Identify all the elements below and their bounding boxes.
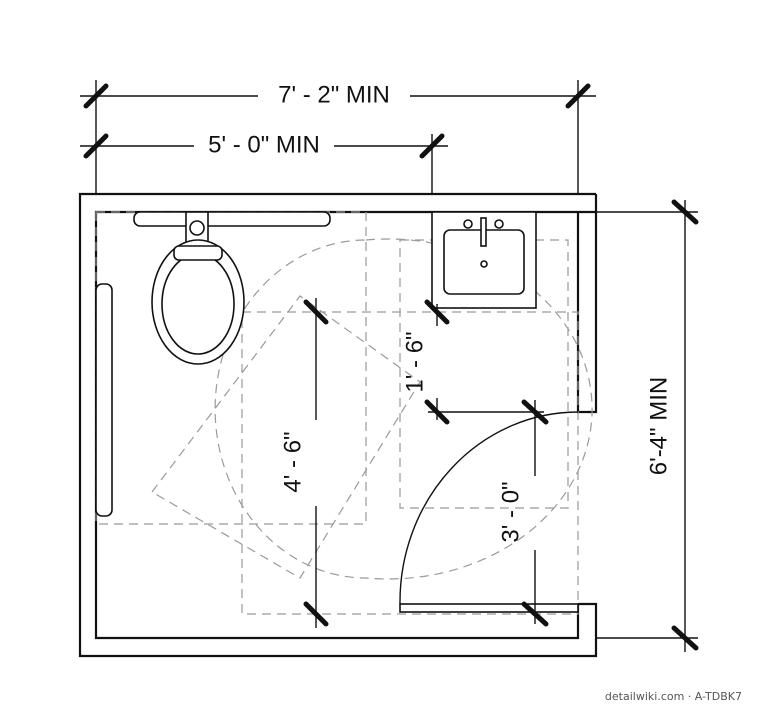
sink-drain: [480, 260, 488, 268]
tick-mark: [303, 299, 329, 325]
grab-bar-icon: [95, 283, 113, 517]
dimension-lines: [80, 80, 699, 652]
tick-mark: [303, 601, 329, 627]
faucet-handle-right: [494, 219, 504, 229]
toilet-bowl-inner: [161, 253, 235, 355]
clear-width-label: 5' - 0" MIN: [208, 131, 320, 158]
door-jamb-top: [576, 194, 598, 414]
side-grab-bar: [95, 283, 113, 517]
tick-mark: [83, 133, 109, 159]
clear-depth-label: 4' - 6": [279, 431, 306, 492]
sink-icon: [431, 211, 537, 309]
tick-mark: [671, 199, 699, 225]
tick-mark: [521, 601, 549, 627]
door-leaf: [399, 603, 579, 613]
faucet-handle-left: [463, 219, 473, 229]
wheelchair-clear-floor-space: [241, 311, 579, 615]
door-jamb-bottom: [578, 602, 598, 612]
overall-width-label: 7' - 2" MIN: [278, 81, 390, 108]
outer-wall: [78, 192, 598, 658]
tick-mark: [424, 299, 450, 325]
sink-faucet: [480, 217, 487, 247]
credit-label: detailwiki.com · A-TDBK7: [605, 690, 742, 703]
tick-mark: [83, 83, 109, 109]
toilet-icon: [133, 211, 331, 365]
door-width-label: 3' - 0": [497, 481, 524, 542]
tick-mark: [521, 399, 549, 425]
tick-mark: [671, 625, 699, 651]
wheelchair-transfer-path: [151, 295, 421, 579]
sink-clearance-label: 1' - 6": [401, 331, 428, 392]
tick-mark: [565, 83, 591, 109]
overall-depth-label: 6'-4" MIN: [645, 377, 672, 475]
tick-mark: [424, 399, 450, 425]
toilet-seat-hinge: [173, 245, 223, 261]
tick-mark: [419, 133, 445, 159]
door-swing-icon: [399, 411, 579, 613]
dimension-labels: 7' - 2" MIN 5' - 0" MIN 6'-4" MIN 4' - 6…: [208, 81, 672, 542]
rear-grab-bar: [133, 211, 331, 227]
flush-valve: [189, 220, 205, 236]
